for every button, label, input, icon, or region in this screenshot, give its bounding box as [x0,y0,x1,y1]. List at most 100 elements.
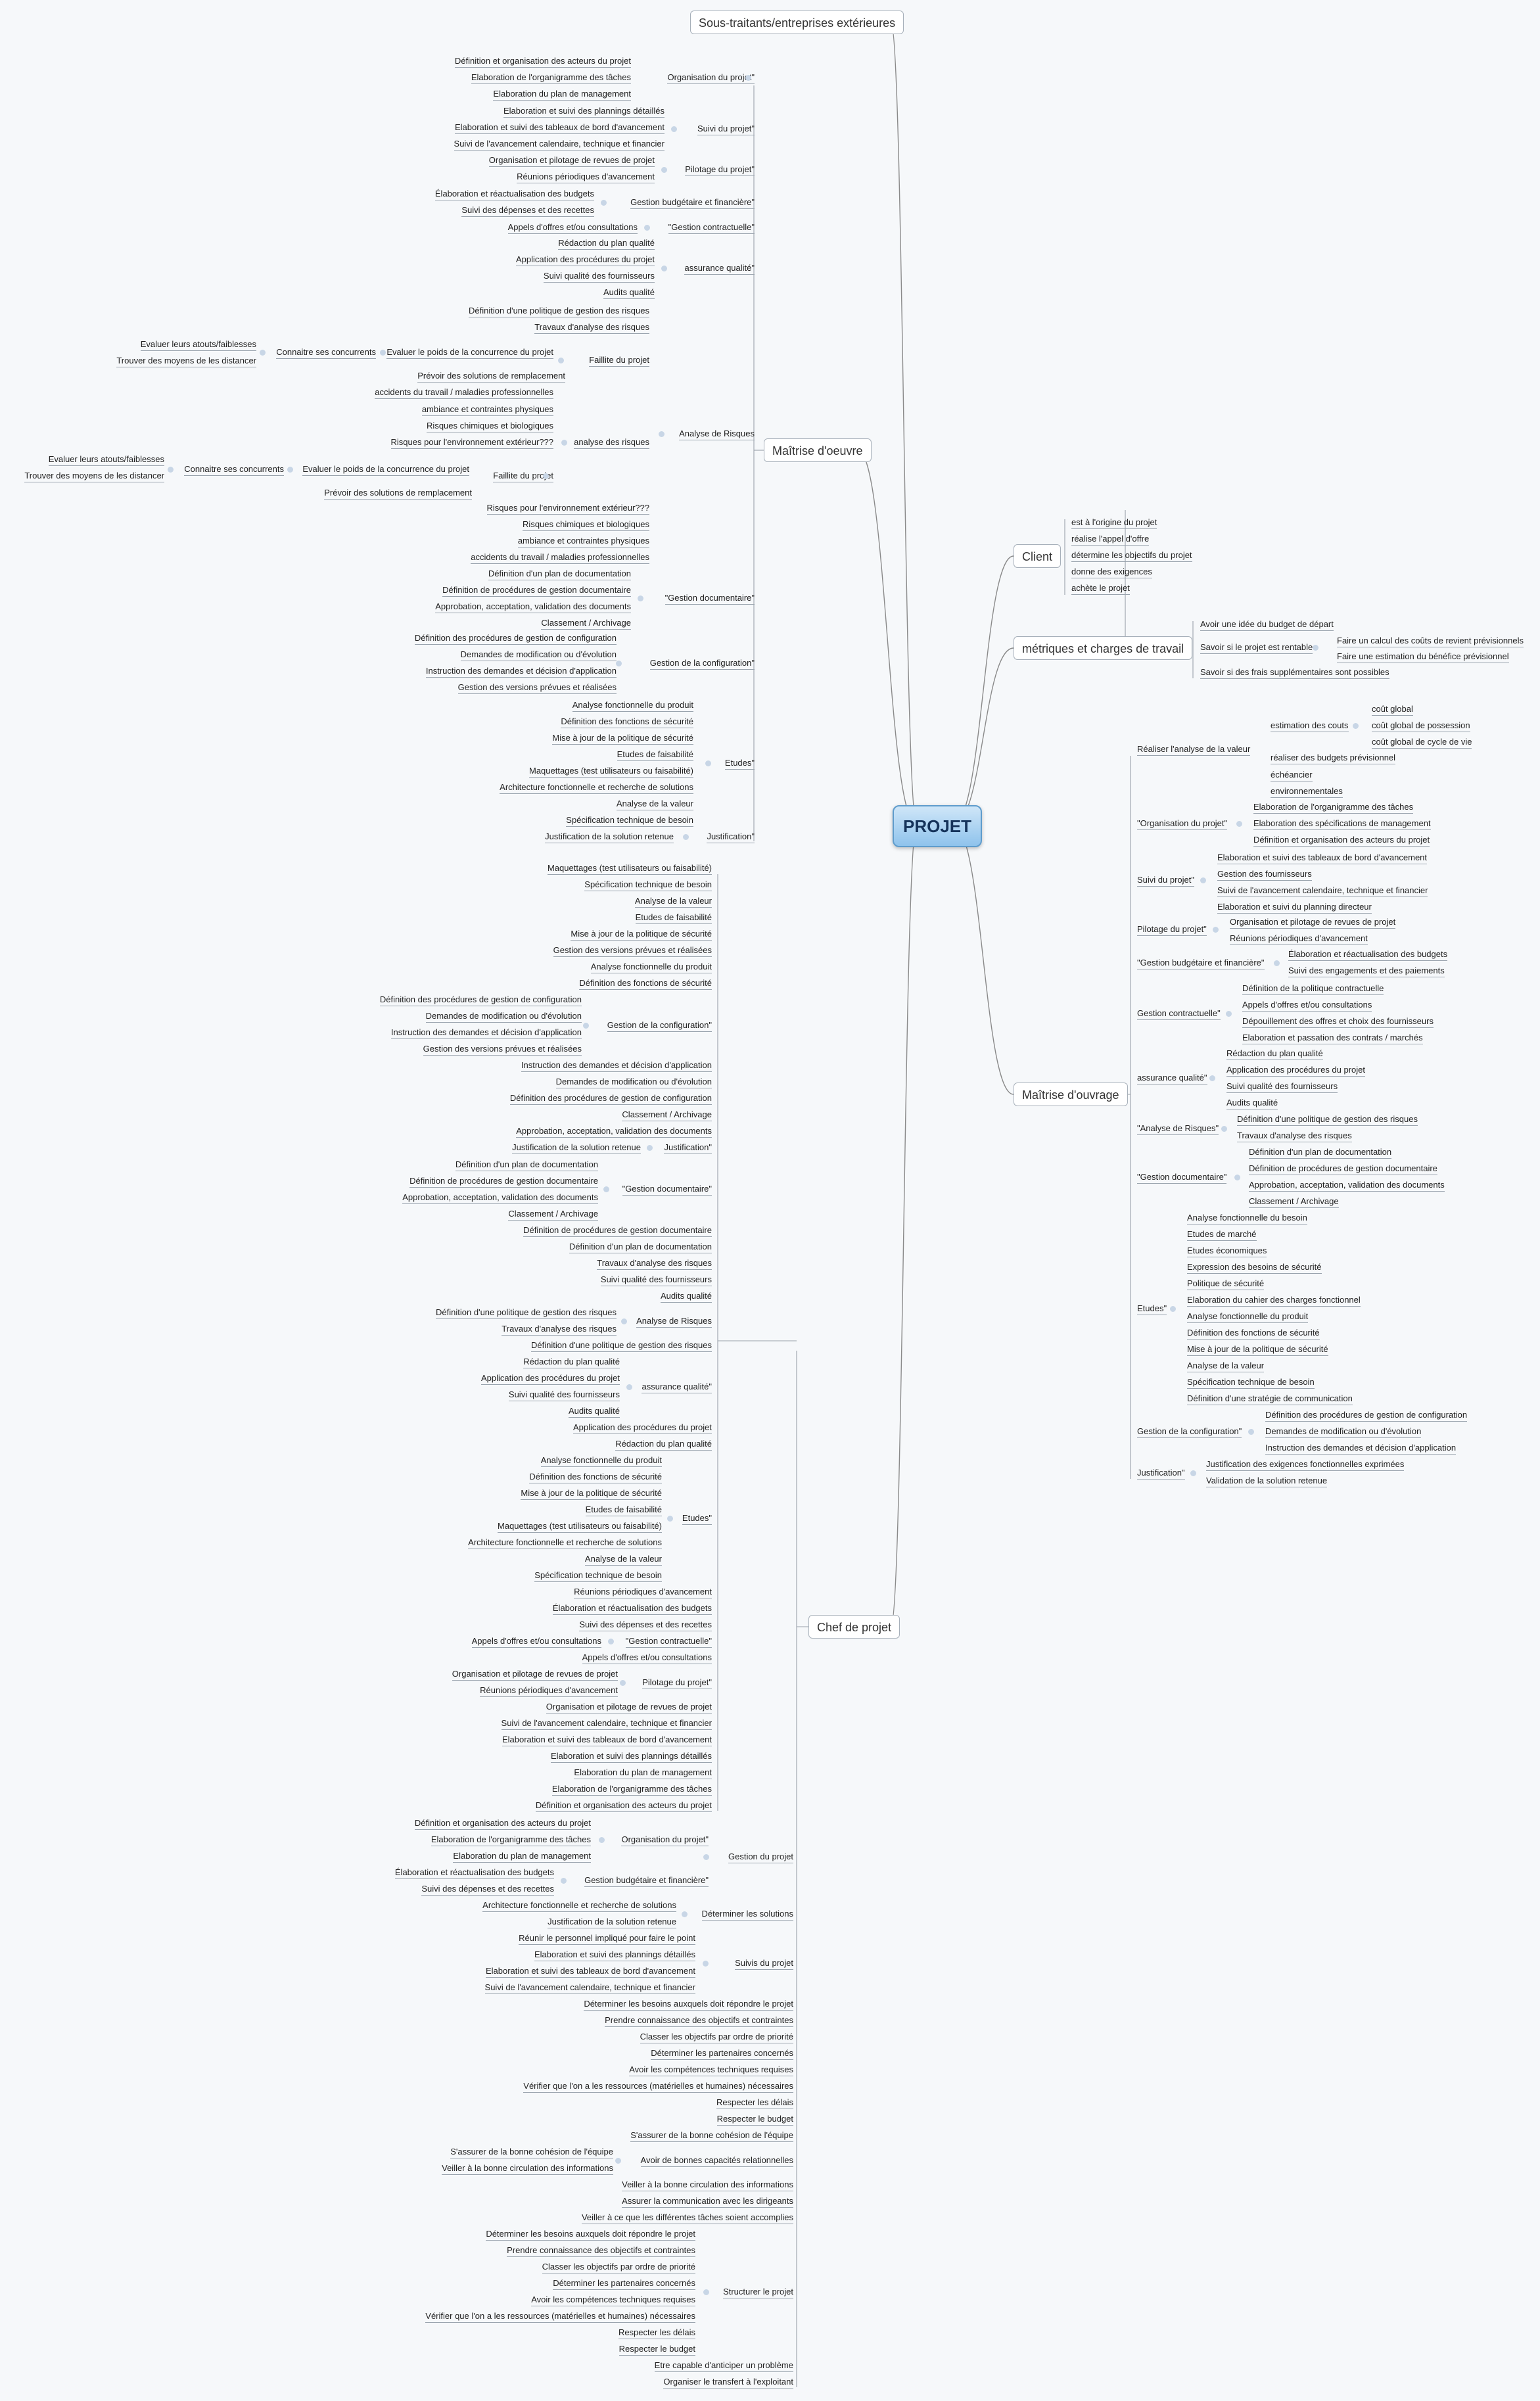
branch-chef-projet[interactable]: Chef de projet [808,1615,900,1639]
moe-node: "Gestion documentaire" [665,592,755,605]
expand-dot[interactable] [543,473,549,479]
moa-item: Justification des exigences fonctionnell… [1206,1458,1405,1471]
expand-dot[interactable] [626,1384,632,1390]
branch-maitrise-ouvrage[interactable]: Maîtrise d'ouvrage [1014,1083,1128,1106]
expand-dot[interactable] [1200,877,1206,883]
expand-dot[interactable] [168,467,174,473]
cp-item: Définition des fonctions de sécurité [579,977,712,990]
metric-item: Avoir une idée du budget de départ [1200,618,1334,631]
cp-item: Définition et organisation des acteurs d… [414,1817,591,1830]
moa-item: Mise à jour de la politique de sécurité [1187,1343,1328,1356]
expand-dot[interactable] [667,1516,673,1522]
cp-item: Appels d'offres et/ou consultations [471,1635,601,1648]
expand-dot[interactable] [615,2158,621,2164]
moa-item: Définition et organisation des acteurs d… [1253,834,1430,847]
root-node[interactable]: PROJET [893,805,982,847]
expand-dot[interactable] [682,1911,688,1917]
expand-dot[interactable] [287,467,293,473]
moa-node: Pilotage du projet" [1137,923,1207,936]
expand-dot[interactable] [703,1854,709,1860]
expand-dot[interactable] [601,200,607,206]
expand-dot[interactable] [599,1837,605,1843]
moe-item: Elaboration du plan de management [493,88,631,101]
branch-metriques[interactable]: métriques et charges de travail [1014,636,1193,660]
expand-dot[interactable] [1170,1306,1176,1312]
expand-dot[interactable] [1353,723,1359,729]
expand-dot[interactable] [671,126,677,132]
moe-node: Evaluer le poids de la concurrence du pr… [386,346,553,359]
metric-item: Faire une estimation du bénéfice prévisi… [1337,651,1509,663]
cp-item: Justification de la solution retenue [512,1142,641,1154]
expand-dot[interactable] [745,75,751,81]
expand-dot[interactable] [1221,1126,1227,1132]
expand-dot[interactable] [1226,1011,1232,1017]
expand-dot[interactable] [1248,1429,1254,1435]
moa-item: Validation de la solution retenue [1206,1475,1328,1487]
expand-dot[interactable] [380,350,386,356]
moa-item: Elaboration de l'organigramme des tâches [1253,801,1414,814]
moa-item: coût global [1372,703,1413,716]
expand-dot[interactable] [661,266,667,271]
expand-dot[interactable] [1236,821,1242,827]
expand-dot[interactable] [616,661,622,666]
expand-dot[interactable] [1234,1175,1240,1180]
moe-item: Classement / Archivage [541,617,631,630]
metric-item: Faire un calcul des coûts de revient pré… [1337,635,1524,647]
expand-dot[interactable] [659,431,665,437]
expand-dot[interactable] [621,1318,627,1324]
moe-item: Gestion des versions prévues et réalisée… [457,682,617,694]
moa-item: Elaboration et suivi du planning directe… [1217,901,1372,914]
expand-dot[interactable] [1313,645,1318,651]
expand-dot[interactable] [561,440,567,446]
moe-item: Définition et organisation des acteurs d… [454,55,631,68]
moa-item: Elaboration du cahier des charges foncti… [1187,1294,1361,1307]
moe-item: accidents du travail / maladies professi… [375,386,553,399]
moa-item: réaliser des budgets prévisionnel [1271,752,1396,764]
moe-item: ambiance et contraintes physiques [421,404,553,416]
moa-item: Application des procédures du projet [1226,1064,1366,1077]
branch-maitrise-oeuvre[interactable]: Maîtrise d'oeuvre [764,438,872,462]
expand-dot[interactable] [561,1878,567,1884]
cp-item: Déterminer les partenaires concernés [553,2277,695,2290]
cp-item: S'assurer de la bonne cohésion de l'équi… [630,2130,793,2142]
moe-item: Définition d'une politique de gestion de… [469,305,649,317]
expand-dot[interactable] [647,1145,653,1151]
cp-item: Elaboration de l'organigramme des tâches [431,1834,591,1846]
moe-item: Architecture fonctionnelle et recherche … [500,781,693,794]
cp-item: Définition de procédures de gestion docu… [523,1224,712,1237]
cp-item: Veiller à la bonne circulation des infor… [622,2179,793,2191]
moe-node: Organisation du projet" [667,72,755,84]
connector [952,824,1014,1095]
expand-dot[interactable] [703,1961,709,1967]
expand-dot[interactable] [1274,960,1280,966]
moa-item: Appels d'offres et/ou consultations [1242,999,1372,1012]
expand-dot[interactable] [683,834,689,840]
expand-dot[interactable] [608,1639,614,1644]
moe-item: Maquettages (test utilisateurs ou faisab… [528,765,693,778]
moa-item: Suivi qualité des fournisseurs [1226,1081,1338,1093]
expand-dot[interactable] [558,358,564,363]
expand-dot[interactable] [1190,1470,1196,1476]
expand-dot[interactable] [1213,927,1219,933]
expand-dot[interactable] [638,595,643,601]
moa-item: Classement / Archivage [1249,1196,1339,1208]
branch-sous-traitants[interactable]: Sous-traitants/entreprises extérieures [690,11,904,34]
moe-node: Suivi du projet" [697,123,755,135]
expand-dot[interactable] [583,1023,589,1029]
moe-item: Risques chimiques et biologiques [427,420,553,432]
branch-client[interactable]: Client [1014,544,1062,568]
expand-dot[interactable] [705,760,711,766]
expand-dot[interactable] [1209,1075,1215,1081]
expand-dot[interactable] [260,350,266,356]
cp-item: Respecter les délais [716,2097,793,2109]
expand-dot[interactable] [661,167,667,173]
expand-dot[interactable] [620,1680,626,1686]
expand-dot[interactable] [644,225,650,231]
cp-item: Définition d'un plan de documentation [455,1159,598,1171]
expand-dot[interactable] [603,1186,609,1192]
client-item: achète le projet [1071,582,1130,595]
moe-item: Risques pour l'environnement extérieur??… [486,502,649,515]
cp-item: Etudes de faisabilité [635,912,712,924]
moe-item: Evaluer leurs atouts/faiblesses [140,338,256,351]
expand-dot[interactable] [703,2289,709,2295]
